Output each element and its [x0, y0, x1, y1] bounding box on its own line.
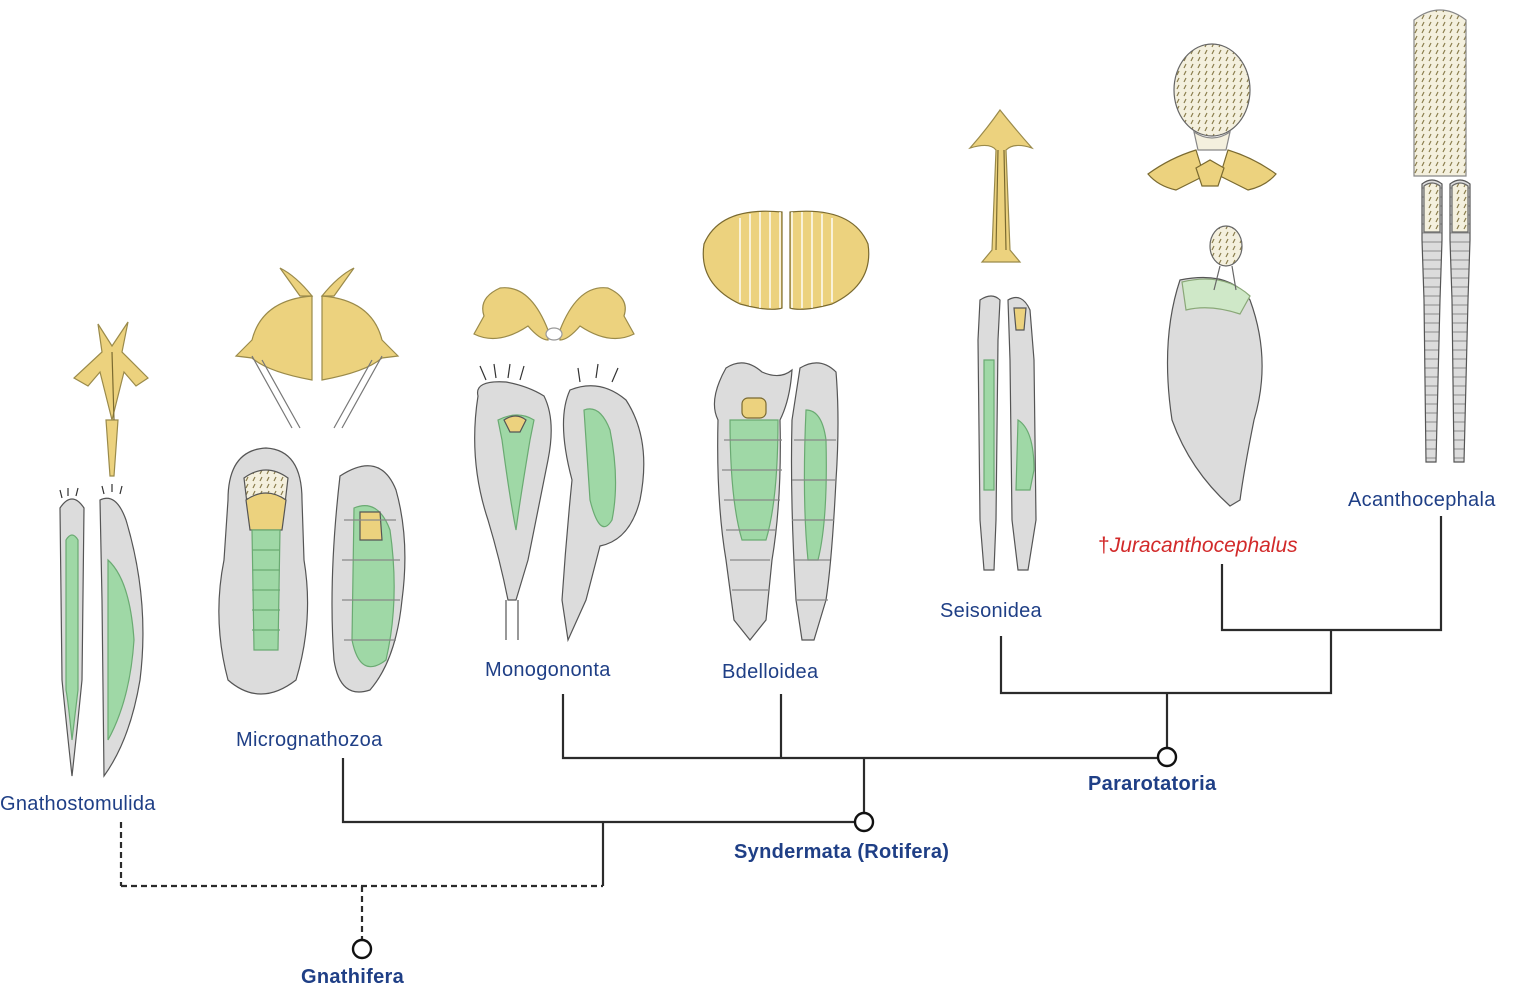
label-acanthocephala: Acanthocephala — [1348, 489, 1496, 511]
label-monogononta: Monogononta — [485, 659, 611, 681]
bdelloidea-jaw-illustration — [702, 210, 870, 310]
illustrations — [59, 9, 1471, 778]
bdelloidea-body-illustration — [713, 362, 839, 641]
acanthocephala-body-illustration — [1421, 179, 1471, 463]
monogononta-jaw-illustration — [473, 287, 635, 341]
juracanthocephalus-jaw-illustration — [1147, 149, 1277, 191]
branch-micrognathozoa — [341, 758, 866, 824]
node-syndermata — [853, 811, 875, 833]
extinct-dagger: † — [1098, 534, 1110, 557]
seisonidea-body-illustration — [977, 295, 1037, 571]
label-bdelloidea: Bdelloidea — [722, 661, 819, 683]
node-gnathifera — [351, 938, 373, 960]
node-pararotatoria — [1156, 746, 1178, 768]
juracanthocephalus-proboscis-illustration — [1173, 43, 1251, 151]
cladogram-tree — [119, 516, 1443, 940]
gnathostomulida-jaw-illustration — [72, 321, 149, 477]
seisonidea-jaw-illustration — [968, 108, 1034, 263]
label-syndermata: Syndermata (Rotifera) — [734, 841, 950, 863]
juracanthocephalus-body-illustration — [1166, 225, 1263, 507]
label-gnathifera: Gnathifera — [301, 966, 405, 988]
micrognathozoa-jaw-illustration — [234, 267, 400, 429]
gnathostomulida-body-illustration — [59, 484, 144, 778]
label-seisonidea: Seisonidea — [940, 600, 1042, 622]
branch-syndermata — [561, 694, 1169, 760]
clade-nodes — [351, 746, 1178, 960]
branch-acanthocephala-group — [1220, 516, 1443, 632]
acanthocephala-proboscis-illustration — [1413, 9, 1467, 177]
branch-seisonidea — [999, 630, 1333, 695]
label-juracanthocephalus: †Juracanthocephalus — [1098, 535, 1298, 556]
micrognathozoa-body-illustration — [218, 447, 406, 695]
label-juracanthocephalus-name: Juracanthocephalus — [1109, 534, 1298, 557]
label-gnathostomulida: Gnathostomulida — [0, 793, 156, 815]
monogononta-body-illustration — [474, 363, 645, 643]
label-pararotatoria: Pararotatoria — [1088, 773, 1217, 795]
label-micrognathozoa: Micrognathozoa — [236, 729, 383, 751]
